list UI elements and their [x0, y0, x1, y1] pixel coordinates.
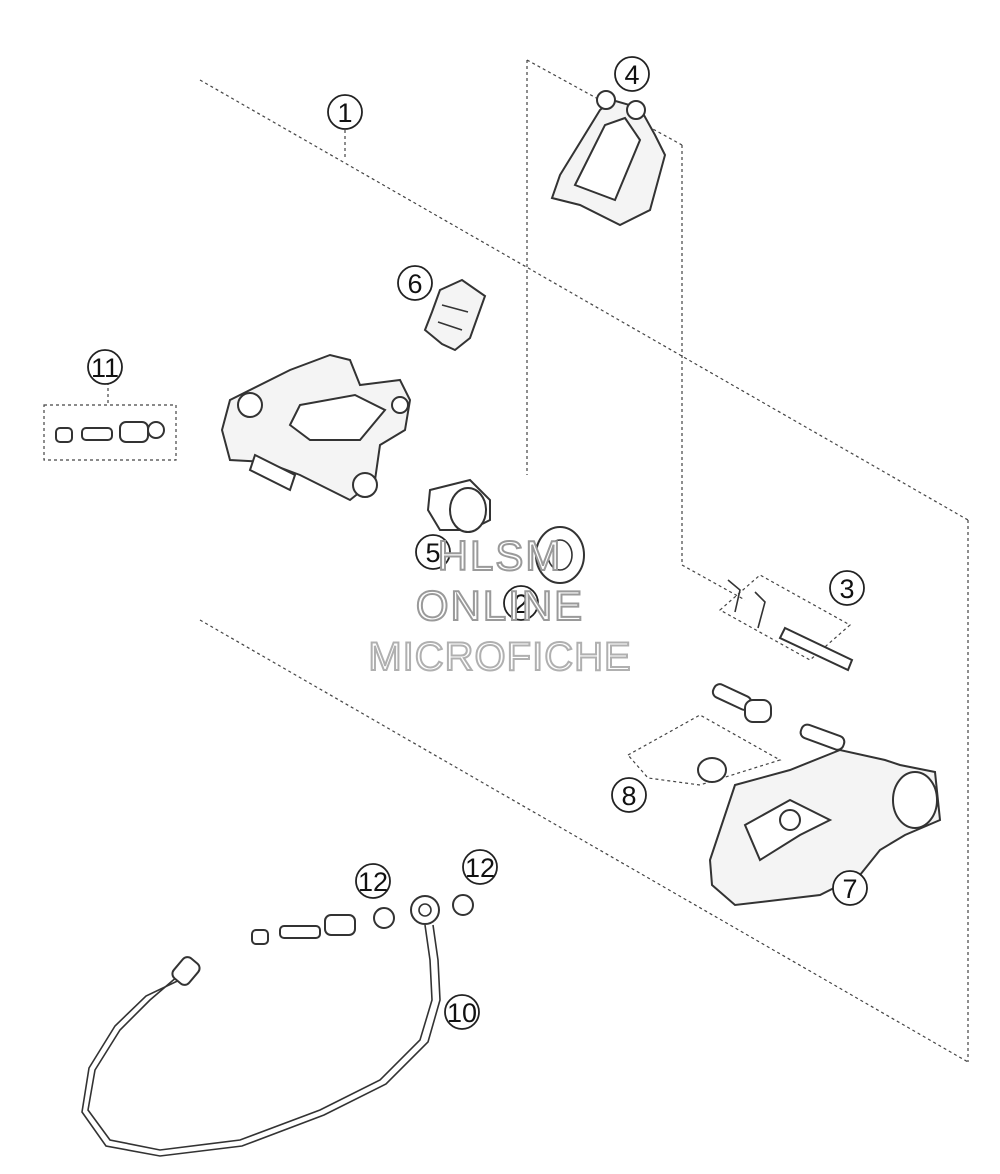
seal-ring: [535, 526, 585, 584]
callout-10: 10: [444, 994, 480, 1030]
svg-text:3: 3: [839, 574, 854, 604]
pad-pin-kit: [718, 574, 854, 672]
svg-text:5: 5: [425, 538, 440, 568]
svg-text:11: 11: [91, 353, 119, 383]
brake-caliper: [220, 353, 412, 502]
callout-6: 6: [397, 265, 433, 301]
caliper-support: [627, 683, 942, 907]
bleeder-kit: [43, 382, 177, 461]
callout-12-right: 12: [462, 849, 498, 885]
callout-2: 2: [503, 585, 539, 621]
callout-11: 11: [87, 349, 123, 385]
svg-text:8: 8: [621, 781, 636, 811]
svg-text:10: 10: [447, 998, 477, 1028]
watermark-line-1: HLSM: [437, 532, 563, 579]
brake-pads: [550, 90, 667, 227]
brake-hose: [81, 894, 474, 1157]
svg-text:6: 6: [407, 269, 422, 299]
svg-text:1: 1: [337, 98, 352, 128]
svg-text:2: 2: [513, 589, 528, 619]
svg-text:12: 12: [465, 853, 495, 883]
piston: [426, 478, 491, 533]
callout-1: 1: [327, 94, 363, 130]
watermark-line-3: MICROFICHE: [367, 635, 632, 679]
svg-text:12: 12: [358, 867, 388, 897]
callout-5: 5: [415, 534, 451, 570]
pad-spring: [423, 278, 487, 352]
svg-text:4: 4: [624, 60, 639, 90]
callout-7: 7: [832, 870, 868, 906]
pad-subframe: [526, 59, 746, 601]
watermark-line-2: ONLINE: [415, 582, 585, 629]
callout-3: 3: [829, 570, 865, 606]
callout-12-left: 12: [355, 863, 391, 899]
svg-text:7: 7: [842, 874, 857, 904]
assembly-frame: [199, 79, 969, 1063]
callout-4: 4: [614, 56, 650, 92]
callout-8: 8: [611, 777, 647, 813]
